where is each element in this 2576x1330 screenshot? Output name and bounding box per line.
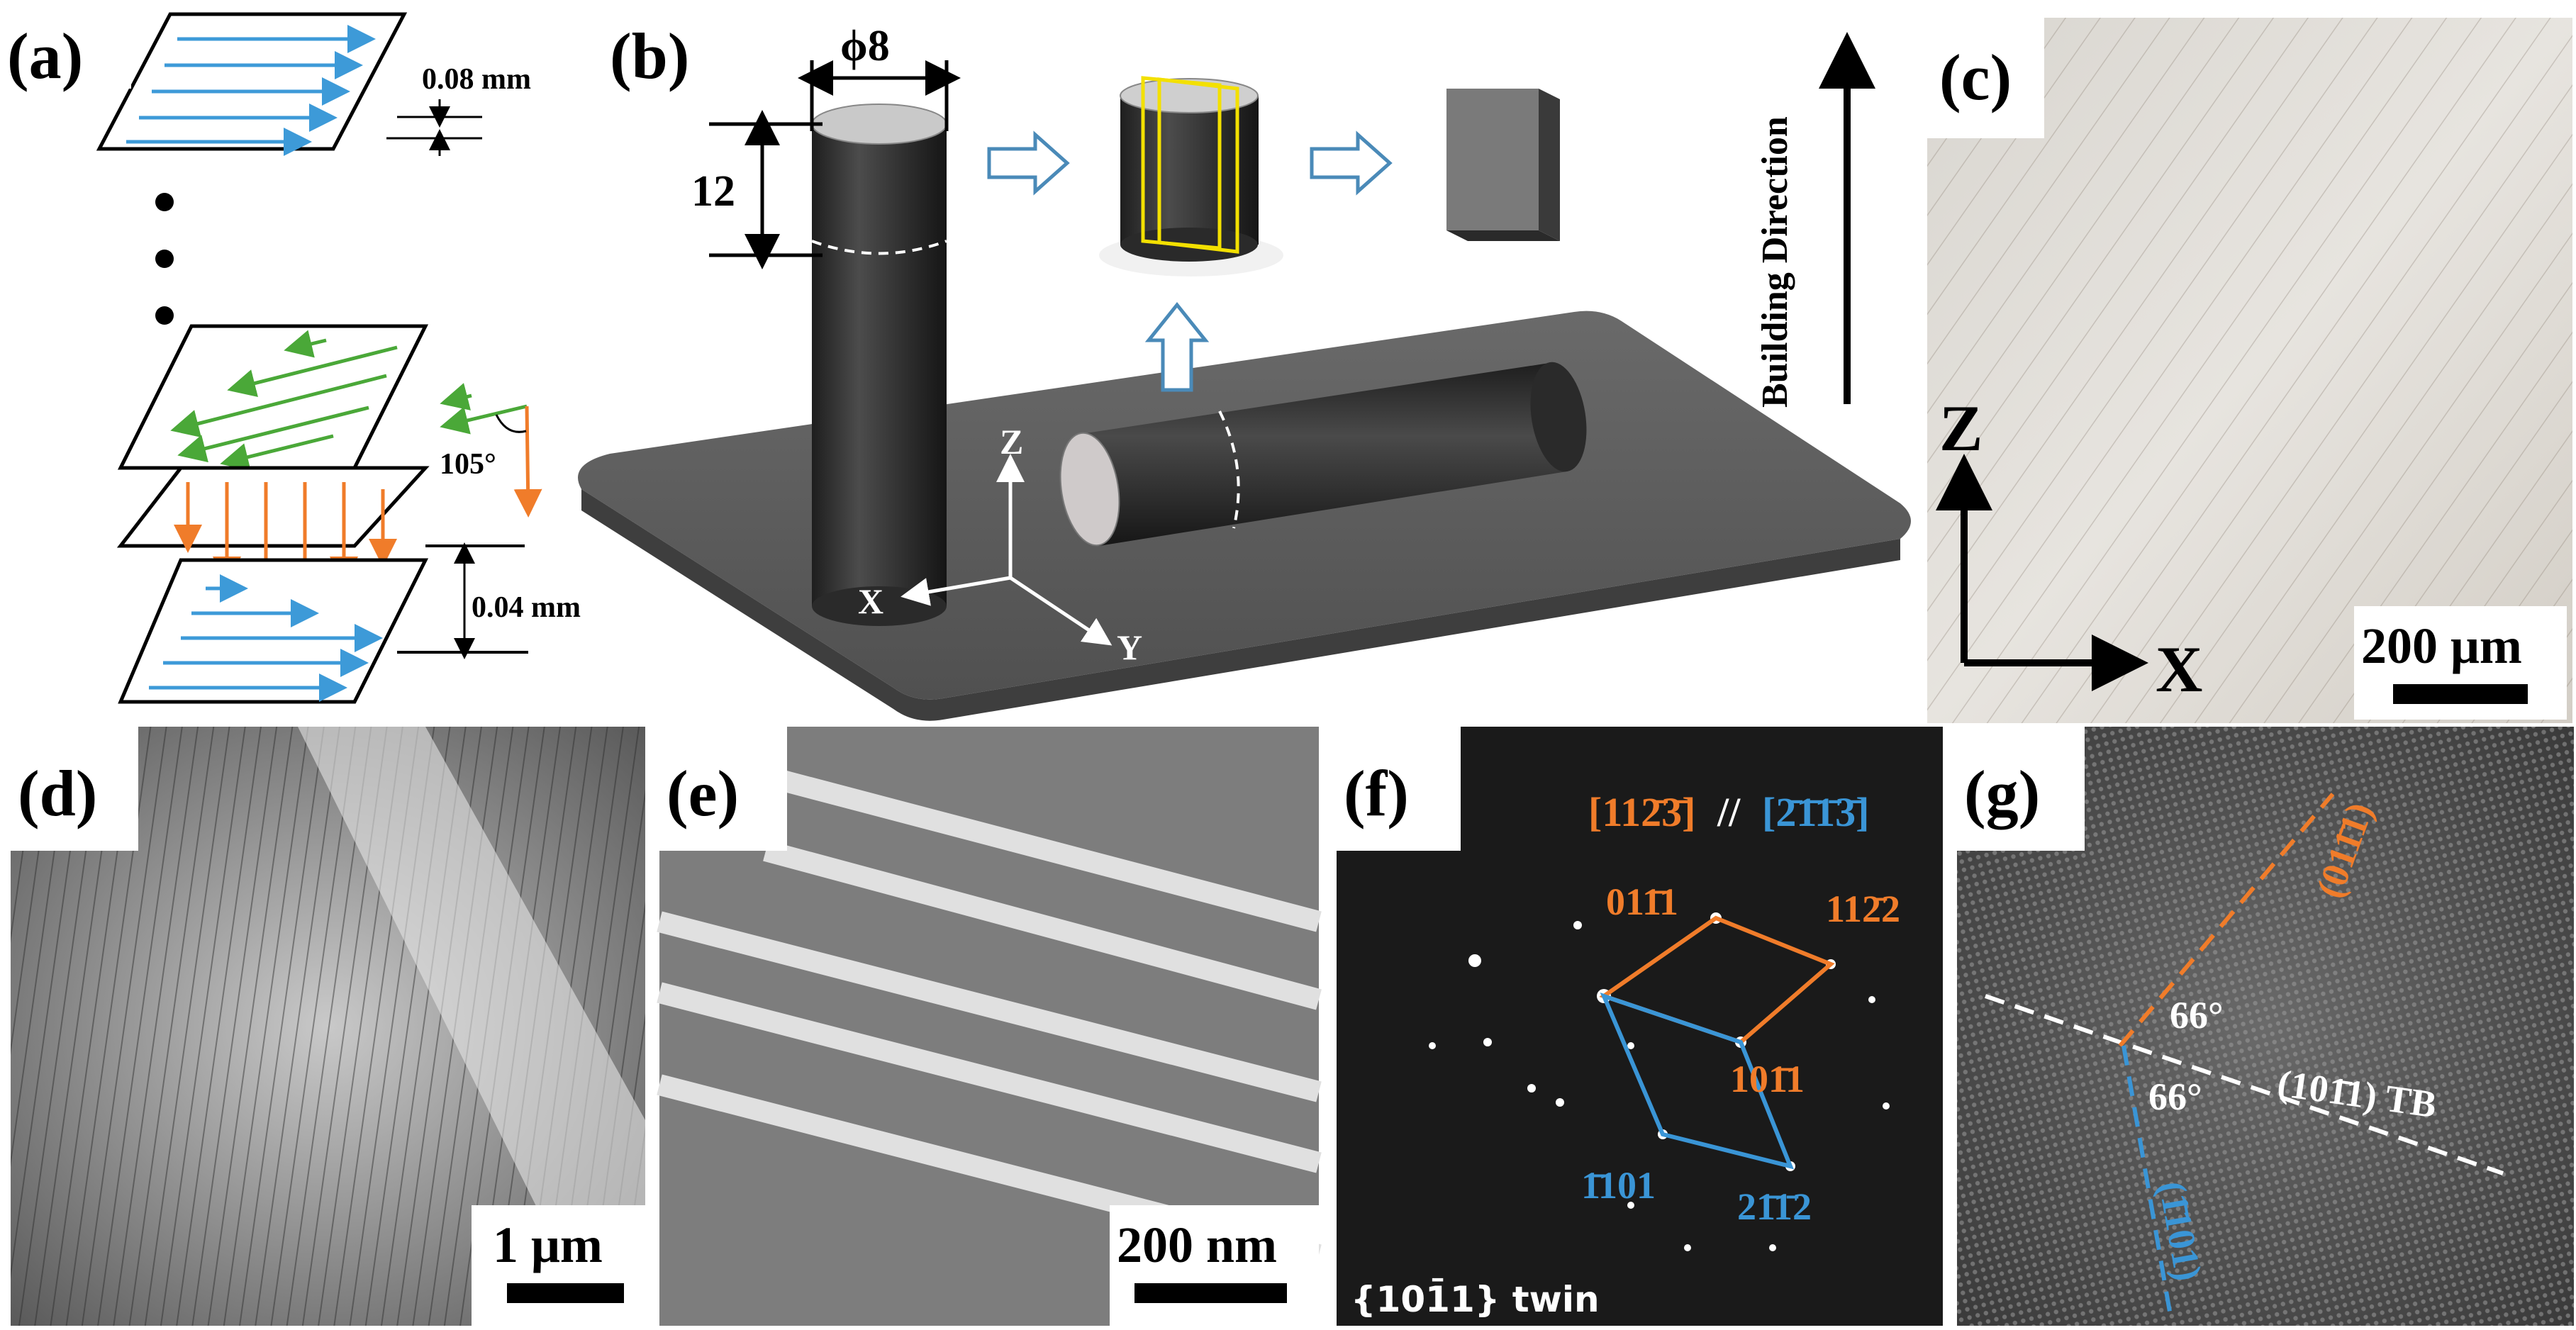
vertical-specimen	[811, 104, 947, 626]
angle-top-label: 66°	[2170, 994, 2224, 1036]
panel-d: (d) 1 μm	[11, 727, 645, 1326]
scan-vectors-top	[126, 25, 376, 156]
scale-bar-c	[2393, 684, 2528, 704]
axis-x-label: X	[858, 581, 883, 621]
scale-bar-label-c: 200 μm	[2361, 618, 2522, 674]
axis-z-label-c: Z	[1939, 392, 1983, 464]
scan-layer-green	[117, 324, 429, 470]
hatch-spacing-label: 0.08 mm	[422, 63, 531, 96]
spot-label-0111: 011̄1	[1606, 881, 1678, 923]
scan-vectors-bottom	[149, 574, 383, 702]
axis-z-label: Z	[1000, 422, 1023, 462]
scale-bar-d	[507, 1283, 624, 1303]
panel-a: 0.08 mm 105°	[0, 0, 581, 704]
zone-axis-separator: //	[1717, 789, 1741, 835]
rotation-angle-label: 105°	[440, 448, 496, 481]
panel-e: (e) 200 nm	[657, 727, 1322, 1326]
panel-label-a: (a)	[7, 20, 83, 92]
panel-label-e: (e)	[667, 757, 739, 829]
scan-layer-mid	[116, 466, 430, 548]
blue-plane-line	[2121, 1045, 2172, 1312]
diameter-label: ϕ8	[840, 22, 890, 70]
panel-label-d: (d)	[18, 757, 97, 829]
twin-boundary-line	[1985, 994, 2504, 1175]
scan-layer-top	[96, 12, 408, 151]
spot-label-1011: 101̄1	[1730, 1058, 1805, 1100]
axis-y-label: Y	[1117, 627, 1142, 667]
spot-label-1101: 1̄101	[1581, 1164, 1656, 1207]
axis-x-label-c: X	[2156, 633, 2202, 705]
panel-b: ϕ8 12 Z X Y	[578, 0, 1911, 721]
process-arrows	[987, 130, 1393, 392]
panel-label-g: (g)	[1964, 757, 2040, 829]
panel-c: (c) Z X 200 μm	[1927, 18, 2572, 723]
building-direction-label: Building Direction	[1755, 116, 1795, 408]
zone-axis-orange: [112̄3̄]	[1588, 789, 1695, 835]
scale-bar-label-e: 200 nm	[1117, 1217, 1277, 1273]
scale-bar-label-d: 1 μm	[493, 1217, 603, 1273]
cut-specimen	[1099, 76, 1283, 276]
panel-label-b: (b)	[610, 20, 689, 92]
angle-bottom-label: 66°	[2148, 1075, 2202, 1118]
spot-label-1122: 112̄2	[1826, 888, 1900, 930]
thin-plate-sample	[1446, 89, 1560, 241]
scan-layer-bottom	[118, 558, 429, 704]
twin-unit-cell	[1600, 993, 1794, 1170]
spot-label-2112: 21̄1̄2	[1737, 1185, 1812, 1228]
ellipsis-dot	[155, 193, 174, 211]
scale-bar-e	[1134, 1283, 1287, 1303]
panel-f: (f) [112̄3̄] // [2̄1̄1̄3̄] 011̄1 112̄2 1…	[1337, 727, 1943, 1326]
horizontal-specimen	[1059, 362, 1587, 547]
zone-axis-blue: [2̄1̄1̄3̄]	[1762, 789, 1869, 835]
coordinate-axes	[901, 454, 1113, 646]
scan-vectors-green	[170, 330, 472, 471]
orange-plane-line	[2118, 793, 2335, 1047]
panel-g: (g) (011̄1) (1̄101) 66° 66° (101̄1) TB	[1957, 727, 2574, 1326]
panel-label-f: (f)	[1344, 757, 1409, 829]
ellipsis-dot	[155, 250, 174, 268]
ellipsis-dot	[155, 306, 174, 325]
twin-type-label: {101̄1} twin	[1351, 1278, 1600, 1320]
height-label: 12	[691, 167, 735, 216]
panel-label-c: (c)	[1939, 41, 2012, 113]
layer-thickness-label: 0.04 mm	[472, 591, 581, 624]
